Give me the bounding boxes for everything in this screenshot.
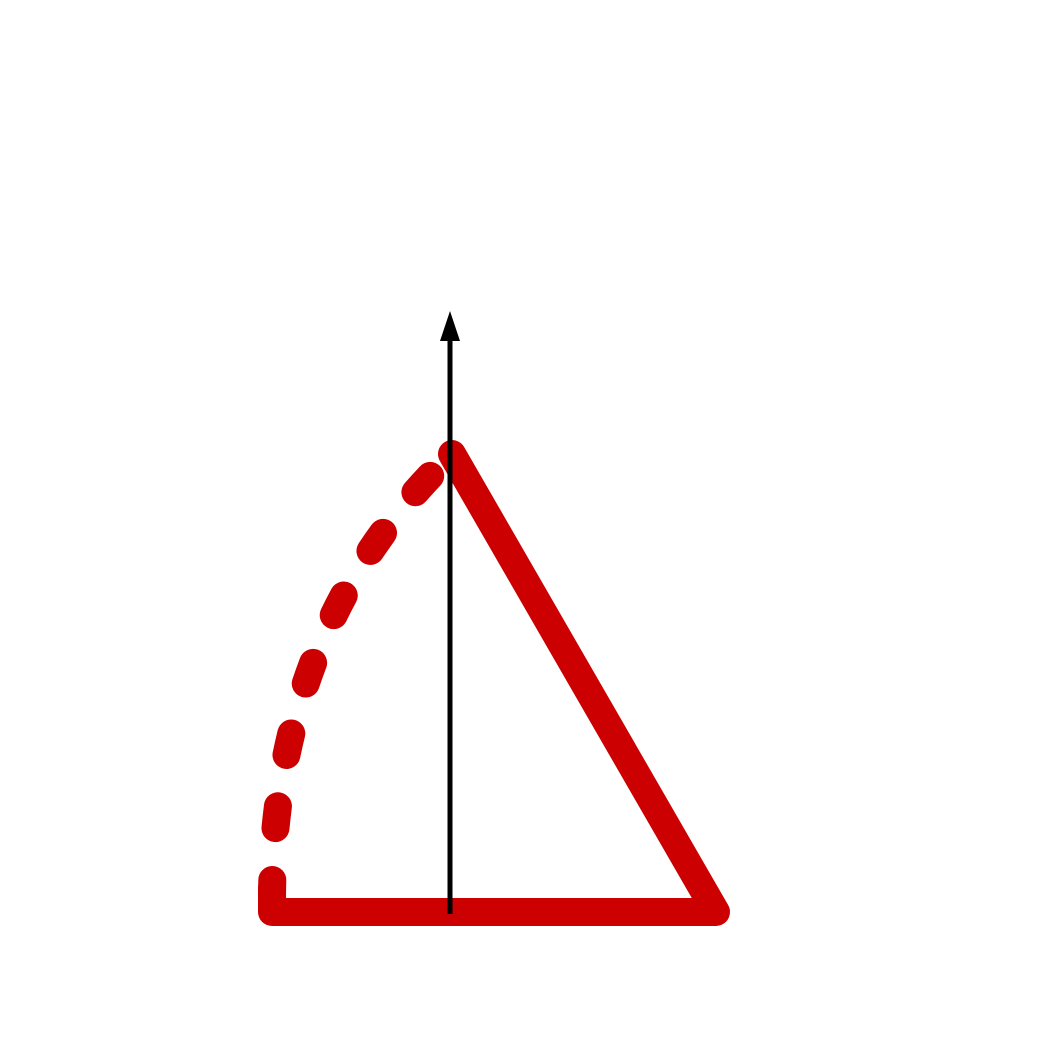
solid-triangle-outline [258, 440, 730, 926]
dashed-arc [258, 440, 466, 916]
arrowhead-icon [440, 311, 460, 341]
vertical-axis-arrow [440, 311, 460, 914]
